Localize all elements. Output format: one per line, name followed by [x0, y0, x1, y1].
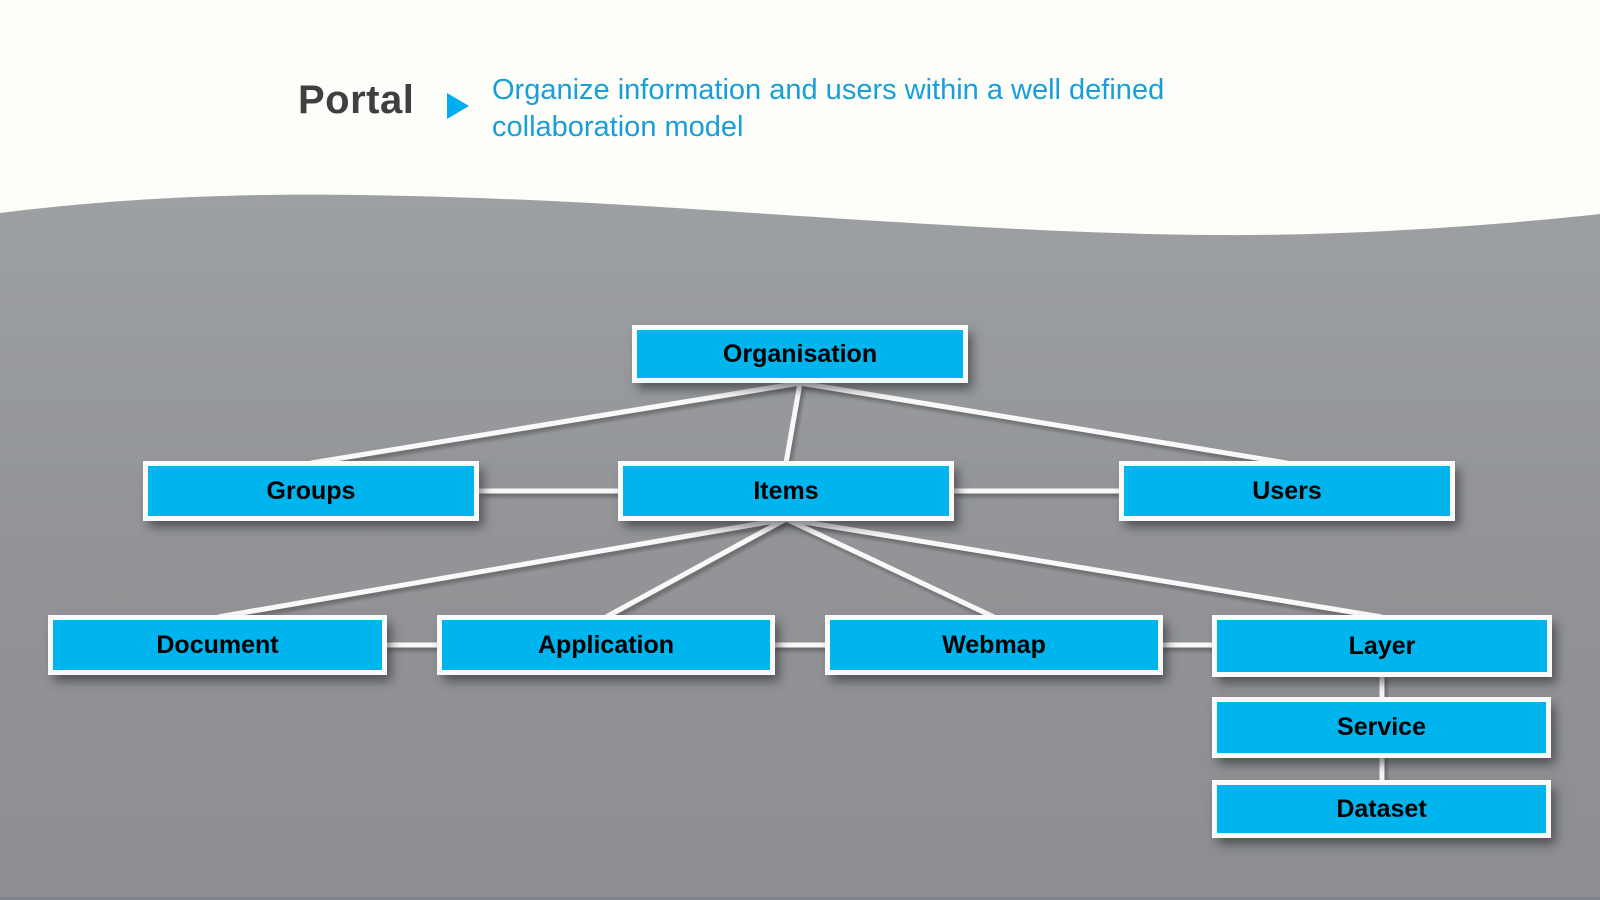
- node-document-label: Document: [156, 630, 279, 659]
- edge-organisation-items: [783, 382, 803, 464]
- subtitle-line-1: Organize information and users within a …: [492, 74, 1165, 106]
- node-organisation-label: Organisation: [722, 339, 878, 368]
- node-webmap-label: Webmap: [942, 630, 1046, 659]
- node-groups-label: Groups: [266, 476, 356, 505]
- slide-header: Portal Organize information and users wi…: [0, 0, 1600, 200]
- node-groups: Groups: [143, 461, 479, 521]
- node-items: Items: [618, 461, 954, 521]
- node-dataset: Dataset: [1212, 780, 1551, 838]
- node-organisation: Organisation: [632, 325, 968, 383]
- edge-items-layer: [785, 516, 1383, 620]
- triangle-right-icon: [447, 93, 469, 119]
- edge-items-application: [604, 516, 788, 620]
- node-users: Users: [1119, 461, 1455, 521]
- edge-organisation-groups: [310, 380, 801, 466]
- node-service: Service: [1212, 697, 1551, 758]
- node-items-label: Items: [753, 476, 819, 505]
- node-webmap: Webmap: [825, 615, 1163, 675]
- subtitle-line-2: collaboration model: [492, 111, 744, 143]
- node-document: Document: [48, 615, 387, 675]
- node-layer-label: Layer: [1348, 631, 1416, 660]
- page-subtitle: Organize information and users within a …: [492, 72, 1252, 146]
- node-service-label: Service: [1337, 713, 1426, 741]
- node-application-label: Application: [537, 630, 675, 659]
- edge-items-document: [217, 516, 787, 620]
- bottom-edge-line: [0, 897, 1600, 900]
- node-layer: Layer: [1212, 615, 1552, 677]
- edge-organisation-users: [799, 380, 1288, 466]
- wave-shape: [0, 194, 1600, 900]
- node-application: Application: [437, 615, 775, 675]
- page-title: Portal: [298, 78, 415, 122]
- edge-items-webmap: [784, 516, 996, 620]
- node-dataset-label: Dataset: [1336, 794, 1427, 823]
- node-users-label: Users: [1252, 476, 1322, 505]
